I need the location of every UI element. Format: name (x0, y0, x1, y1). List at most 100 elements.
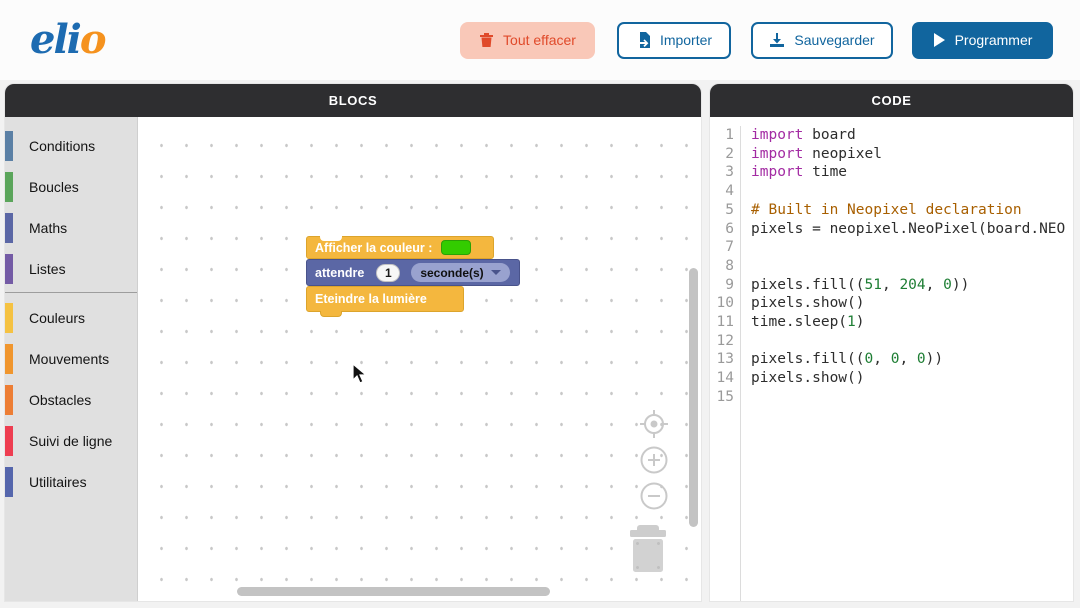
line-number: 5 (725, 201, 734, 218)
mouse-cursor (352, 363, 368, 384)
code-line (751, 238, 1073, 257)
trash-icon (480, 33, 494, 47)
toolbox-category-suivi-de-ligne[interactable]: Suivi de ligne (5, 420, 137, 461)
code-token-t: )) (925, 351, 944, 368)
code-token-t: pixels.show() (751, 295, 865, 312)
workspace-trash-icon[interactable] (628, 525, 668, 573)
import-label: Importer (659, 32, 713, 48)
code-panel-title: CODE (710, 84, 1073, 117)
category-color-chip (5, 212, 13, 243)
logo-text-orange: o (79, 16, 107, 63)
category-color-chip (5, 466, 13, 497)
save-label: Sauvegarder (794, 32, 875, 48)
zoom-in-icon[interactable] (640, 446, 668, 474)
line-number: 8 (725, 257, 734, 274)
code-token-num: 0 (943, 276, 952, 293)
code-token-num: 1 (847, 314, 856, 331)
wait-value-field[interactable]: 1 (376, 263, 401, 282)
code-token-kw: import (751, 145, 804, 162)
wait-unit-dropdown[interactable]: seconde(s) (411, 263, 510, 282)
toolbox-category-obstacles[interactable]: Obstacles (5, 379, 137, 420)
code-line: import neopixel (751, 145, 1073, 164)
code-token-t: board (803, 127, 856, 143)
line-number: 9 (725, 276, 734, 293)
block-light-off-label: Eteindre la lumière (315, 292, 427, 306)
toolbox-category-utilitaires[interactable]: Utilitaires (5, 461, 137, 502)
block-workspace[interactable]: Afficher la couleur : attendre 1 seconde… (138, 117, 701, 601)
code-line: pixels.show() (751, 294, 1073, 313)
line-number: 11 (716, 314, 734, 331)
logo-text-blue: eli (30, 16, 82, 63)
line-number: 13 (716, 351, 734, 368)
block-show-color[interactable]: Afficher la couleur : (306, 236, 494, 259)
code-token-t: ) (855, 314, 865, 331)
code-token-kw: import (751, 164, 804, 181)
header-actions: Tout effacer Importer Sauvegarder Progra… (460, 21, 1053, 59)
block-wait[interactable]: attendre 1 seconde(s) (306, 259, 520, 286)
save-button[interactable]: Sauvegarder (751, 21, 893, 59)
category-label: Obstacles (29, 391, 92, 408)
line-number: 15 (716, 388, 734, 405)
category-color-chip (5, 343, 13, 374)
horizontal-scrollbar[interactable] (237, 587, 550, 596)
category-color-chip (5, 253, 13, 284)
toolbox-category-listes[interactable]: Listes (5, 248, 137, 289)
category-label: Maths (29, 219, 68, 236)
block-light-off[interactable]: Eteindre la lumière (306, 286, 464, 317)
import-button[interactable]: Importer (617, 21, 731, 59)
code-token-t: pixels.show() (751, 370, 865, 387)
code-line: import board (751, 126, 1073, 145)
code-token-t: , (873, 351, 891, 368)
zoom-reset-icon[interactable] (640, 410, 668, 438)
code-token-num: 0 (864, 351, 874, 368)
category-label: Couleurs (29, 309, 86, 326)
code-line: pixels.fill((51, 204, 0)) (751, 276, 1073, 295)
toolbox-category-conditions[interactable]: Conditions (5, 125, 137, 166)
category-color-chip (5, 384, 13, 415)
code-token-t: time (803, 164, 848, 181)
color-picker-field[interactable] (441, 240, 472, 255)
code-line (751, 388, 1073, 407)
clear-all-button[interactable]: Tout effacer (460, 21, 595, 59)
code-line (751, 332, 1073, 351)
code-line: time.sleep(1) (751, 313, 1073, 332)
code-line: pixels = neopixel.NeoPixel(board.NEO (751, 220, 1073, 239)
app-header: elio Tout effacer Importer Sauvegarder P… (0, 0, 1080, 80)
code-token-t: pixels.fill(( (751, 276, 865, 293)
code-token-t: pixels = neopixel.NeoPixel(board.NEO (751, 220, 1066, 237)
toolbox-category-boucles[interactable]: Boucles (5, 166, 137, 207)
code-token-num: 0 (916, 351, 926, 368)
code-token-t: , (925, 276, 944, 293)
line-number: 6 (725, 220, 734, 237)
code-line: pixels.fill((0, 0, 0)) (751, 350, 1073, 369)
line-number: 12 (716, 332, 734, 349)
code-token-t: pixels.fill(( (751, 351, 865, 368)
block-bottom-tab (320, 311, 342, 317)
blocks-panel-title: BLOCS (5, 84, 701, 117)
toolbox-category-couleurs[interactable]: Couleurs (5, 297, 137, 338)
code-token-num: 51 (864, 276, 882, 293)
program-label: Programmer (954, 32, 1033, 48)
code-line (751, 182, 1073, 201)
toolbox-category-mouvements[interactable]: Mouvements (5, 338, 137, 379)
code-token-num: 0 (890, 351, 900, 368)
code-line (751, 257, 1073, 276)
chevron-down-icon (490, 270, 501, 275)
line-number: 4 (725, 183, 734, 200)
download-icon (770, 33, 785, 47)
gutter-divider (740, 126, 741, 601)
code-token-kw: import (751, 127, 804, 143)
toolbox-category-maths[interactable]: Maths (5, 207, 137, 248)
code-token-cm: # Built in Neopixel declaration (751, 201, 1022, 218)
vertical-scrollbar[interactable] (689, 268, 698, 527)
zoom-controls (639, 410, 669, 518)
category-color-chip (5, 302, 13, 333)
zoom-out-icon[interactable] (640, 482, 668, 510)
line-number: 14 (716, 370, 734, 387)
category-label: Conditions (29, 137, 96, 154)
category-label: Boucles (29, 178, 79, 195)
program-button[interactable]: Programmer (912, 21, 1053, 59)
